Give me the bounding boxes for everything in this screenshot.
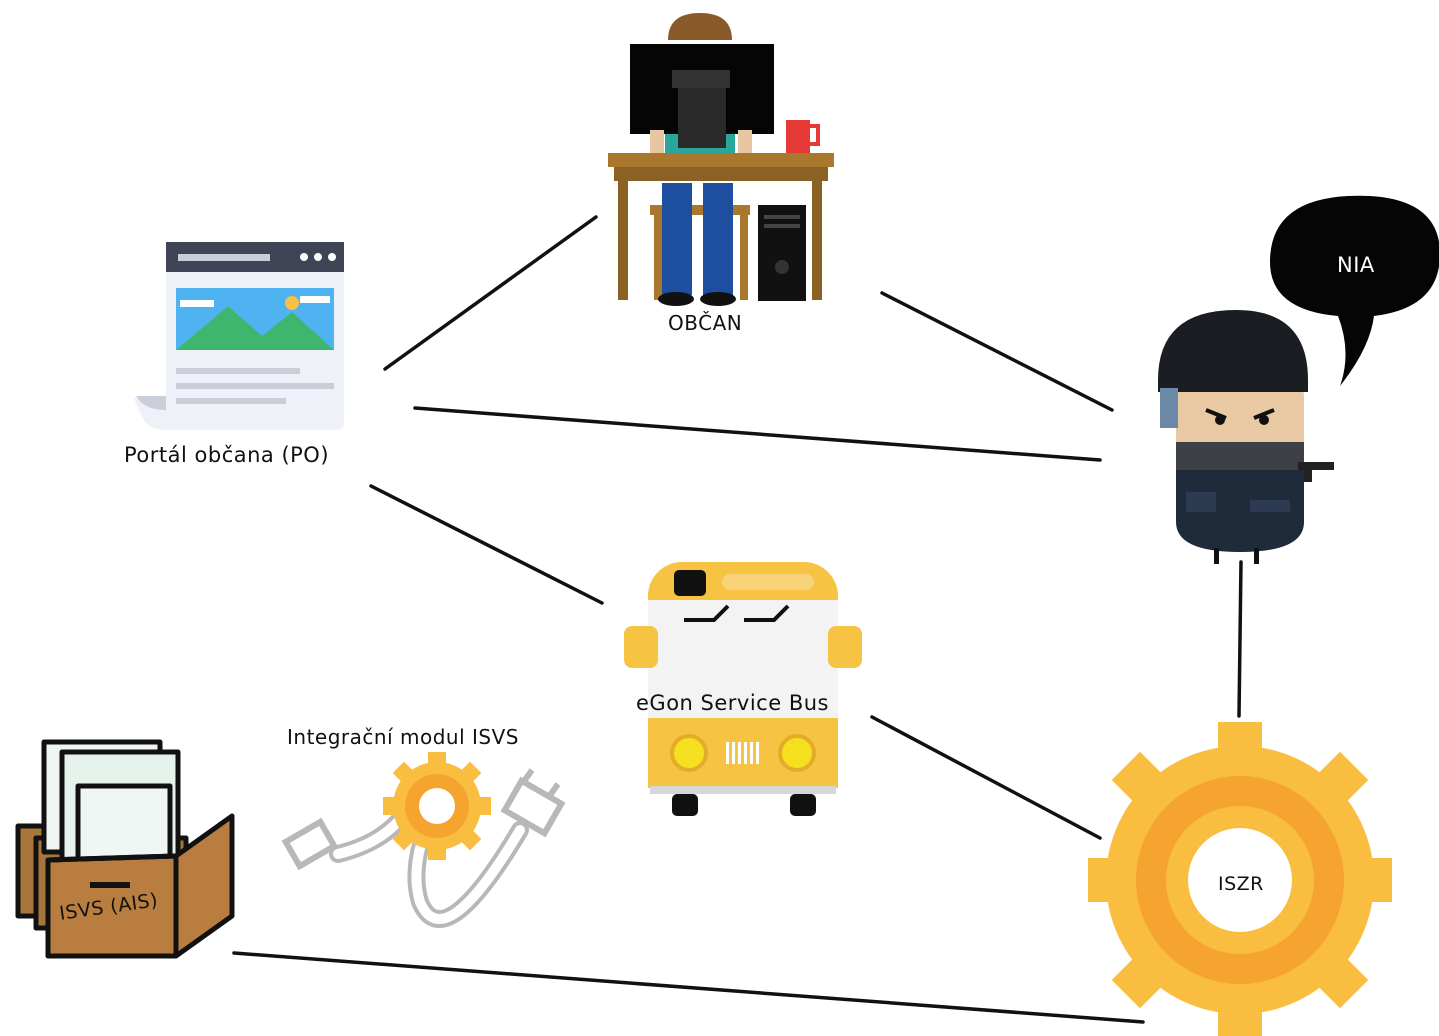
gear-plug-icon <box>286 752 562 919</box>
web-page-icon <box>134 242 344 430</box>
label-portal-obcana: Portál občana (PO) <box>124 443 329 467</box>
label-obcan: OBČAN <box>668 311 742 335</box>
line-portal-nia <box>415 408 1100 460</box>
line-obcan-nia <box>882 293 1112 410</box>
label-egon-service-bus: eGon Service Bus <box>636 691 829 715</box>
bus-icon <box>624 562 862 816</box>
label-iszr: ISZR <box>1218 873 1264 895</box>
file-boxes-icon <box>18 742 232 956</box>
line-bus-iszr <box>872 717 1100 838</box>
line-portal-bus <box>371 486 602 603</box>
label-nia: NIA <box>1337 253 1375 277</box>
security-guard-icon <box>1158 310 1334 564</box>
label-integracni-modul: Integrační modul ISVS <box>287 725 519 749</box>
line-obcan-portal <box>385 217 596 369</box>
line-nia-iszr <box>1239 562 1241 716</box>
small-gear-icon <box>383 752 491 860</box>
line-isvs-iszr <box>234 953 1143 1022</box>
citizen-at-desk-icon <box>608 13 834 306</box>
